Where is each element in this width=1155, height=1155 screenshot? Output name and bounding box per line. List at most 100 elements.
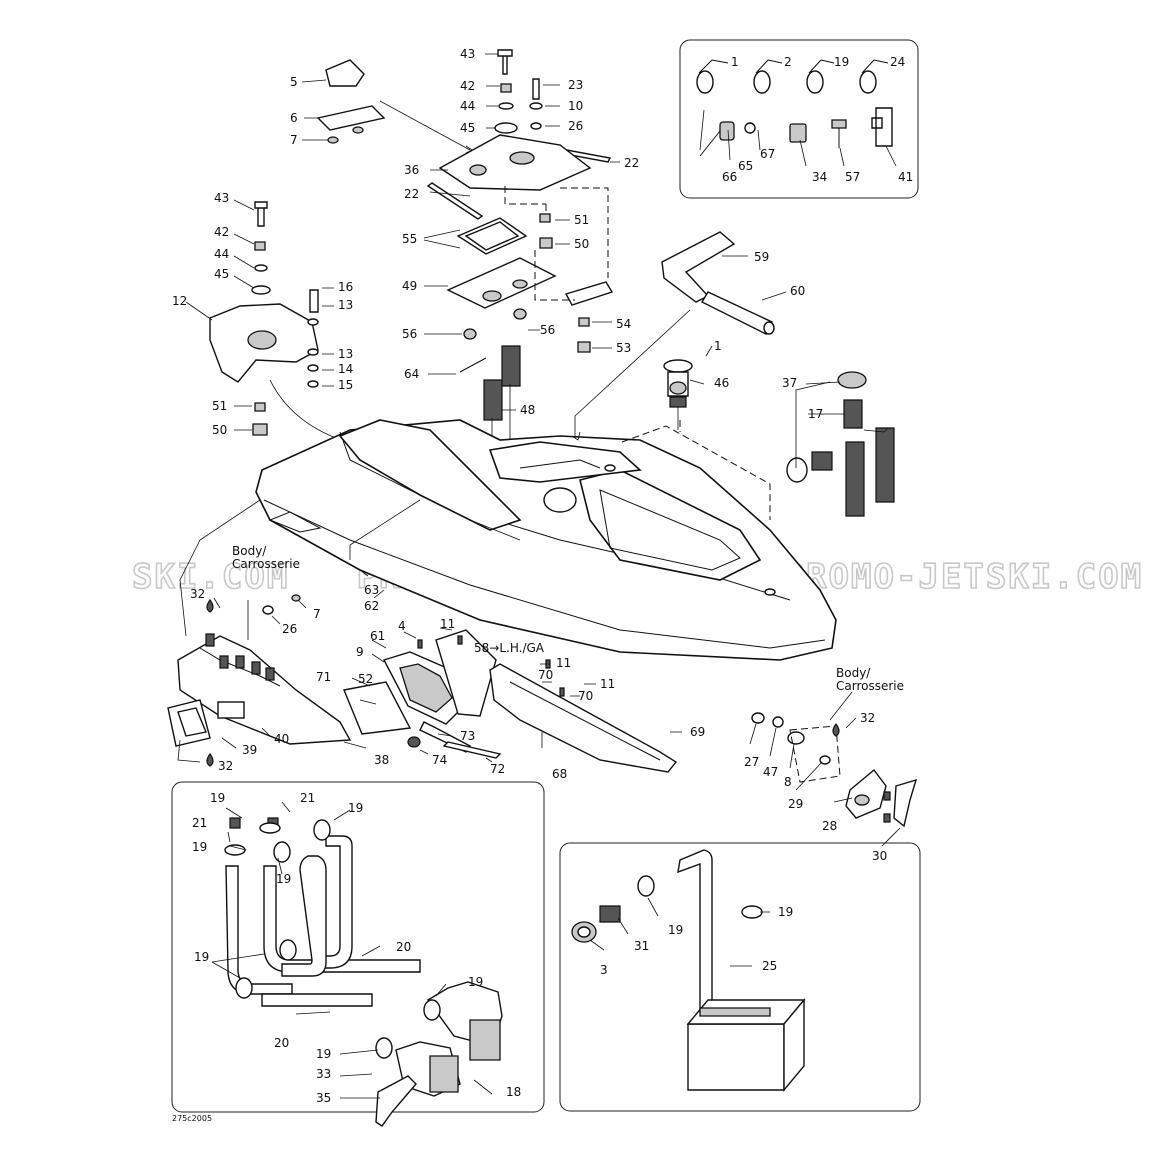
hardware-32-26-7 [206, 594, 301, 767]
label-52: 52 [358, 672, 373, 686]
label-1: 1 [731, 55, 739, 69]
label-54: 54 [616, 317, 631, 331]
label-9: 9 [356, 645, 364, 659]
label-74: 74 [432, 753, 447, 767]
label-21: 21 [192, 816, 207, 830]
label-57: 57 [845, 170, 860, 184]
label-11: 11 [440, 617, 455, 631]
label-56: 56 [540, 323, 555, 337]
label-43: 43 [460, 47, 475, 61]
label-45: 45 [460, 121, 475, 135]
fuel-cap-46 [663, 359, 693, 430]
clamp-parts [696, 59, 893, 157]
label-10: 10 [568, 99, 583, 113]
label-19: 19 [192, 840, 207, 854]
label-60: 60 [790, 284, 805, 298]
label-26: 26 [282, 622, 297, 636]
label-13: 13 [338, 298, 353, 312]
label-19: 19 [668, 923, 683, 937]
label-22: 22 [624, 156, 639, 170]
label-51: 51 [574, 213, 589, 227]
hoses-inset-box [171, 781, 545, 1113]
label-49: 49 [402, 279, 417, 293]
bracket-icon [871, 107, 893, 147]
label-37: 37 [782, 376, 797, 390]
label-1: 1 [714, 339, 722, 353]
label-63: 63 [364, 583, 379, 597]
label-30: 30 [872, 849, 887, 863]
label-24: 24 [890, 55, 905, 69]
latch-frame-55-49 [446, 186, 614, 353]
label-55: 55 [402, 232, 417, 246]
clamp-icon [806, 59, 835, 94]
clamp-icon [696, 59, 729, 94]
side-panel-left [167, 600, 412, 763]
label-44: 44 [214, 247, 229, 261]
label-15: 15 [338, 378, 353, 392]
label-8: 8 [784, 775, 792, 789]
clamp-icon [859, 59, 889, 94]
label-22: 22 [404, 187, 419, 201]
label-67: 67 [760, 147, 775, 161]
label-45: 45 [214, 267, 229, 281]
label-42: 42 [214, 225, 229, 239]
label-25: 25 [762, 959, 777, 973]
label-2: 2 [784, 55, 792, 69]
label-20: 20 [274, 1036, 289, 1050]
label-26: 26 [568, 119, 583, 133]
label-23: 23 [568, 78, 583, 92]
battery-inset-box [559, 842, 921, 1112]
label-42: 42 [460, 79, 475, 93]
label-32: 32 [860, 711, 875, 725]
label-18: 18 [506, 1085, 521, 1099]
label-12: 12 [172, 294, 187, 308]
note-lh-ga: 58→L.H./GA [474, 641, 545, 655]
label-39: 39 [242, 743, 257, 757]
label-68: 68 [552, 767, 567, 781]
label-11: 11 [556, 656, 571, 670]
screw-icon [831, 119, 847, 148]
label-19: 19 [276, 872, 291, 886]
callout-labels: 1 2 19 24 66 65 67 34 57 41 43 42 44 45 … [172, 47, 913, 1123]
label-19: 19 [778, 905, 793, 919]
latch-hardware [494, 49, 612, 163]
label-46: 46 [714, 376, 729, 390]
label-19: 19 [210, 791, 225, 805]
latch-5-6-7 [316, 59, 473, 154]
label-70: 70 [578, 689, 593, 703]
label-59: 59 [754, 250, 769, 264]
label-5: 5 [290, 75, 298, 89]
reboarding-parts-right [751, 712, 918, 828]
label-32: 32 [190, 587, 205, 601]
label-51: 51 [212, 399, 227, 413]
latch-plate-36 [426, 134, 592, 220]
label-17: 17 [808, 407, 823, 421]
label-19: 19 [316, 1047, 331, 1061]
label-62: 62 [364, 599, 379, 613]
label-50: 50 [574, 237, 589, 251]
label-4: 4 [398, 619, 406, 633]
label-66: 66 [722, 170, 737, 184]
label-36: 36 [404, 163, 419, 177]
diagram-code: 275c2005 [172, 1114, 212, 1123]
label-3: 3 [600, 963, 608, 977]
label-13: 13 [338, 347, 353, 361]
handle-stack-left [209, 201, 337, 439]
label-48: 48 [520, 403, 535, 417]
label-72: 72 [490, 762, 505, 776]
label-28: 28 [822, 819, 837, 833]
label-6: 6 [290, 111, 298, 125]
label-40: 40 [274, 732, 289, 746]
label-29: 29 [788, 797, 803, 811]
label-43: 43 [214, 191, 229, 205]
label-69: 69 [690, 725, 705, 739]
label-70: 70 [538, 668, 553, 682]
label-32: 32 [218, 759, 233, 773]
label-7: 7 [290, 133, 298, 147]
label-19: 19 [834, 55, 849, 69]
retainer-icon [699, 121, 756, 157]
label-71: 71 [316, 670, 331, 684]
hose-assembly [224, 817, 503, 1127]
label-20: 20 [396, 940, 411, 954]
label-44: 44 [460, 99, 475, 113]
